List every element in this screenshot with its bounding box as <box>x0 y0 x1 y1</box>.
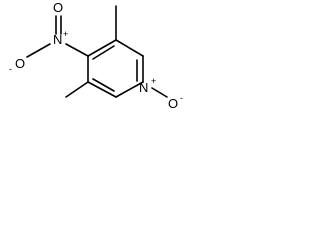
charge-n-oxide-o: - <box>180 93 183 103</box>
atom-nitro-o-left: O <box>15 56 25 71</box>
bond-c6-c5-double <box>92 78 115 92</box>
bond-c4-c3-double <box>92 45 115 60</box>
bond-c5-methyl <box>65 81 89 98</box>
charge-nitro-n: + <box>63 29 68 39</box>
atom-ring-n: N <box>139 80 148 95</box>
chemical-structure: O N + O - N + O - <box>9 0 183 111</box>
atom-n-oxide-o: O <box>168 96 178 111</box>
bond-c3-c2 <box>115 39 144 57</box>
charge-nitro-o-left: - <box>9 64 12 74</box>
bond-c6-c5 <box>87 81 117 98</box>
bond-c4-nitro-n <box>65 43 89 57</box>
atom-nitro-o-top: O <box>53 0 63 15</box>
charge-ring-n: + <box>151 76 156 86</box>
atom-nitro-n: N <box>53 32 62 47</box>
bond-n1-c6 <box>115 81 144 98</box>
bond-c4-c3 <box>87 39 117 57</box>
bond-ring-n-oxide-o <box>151 87 168 98</box>
bond-nitro-n-o-left <box>26 43 51 58</box>
